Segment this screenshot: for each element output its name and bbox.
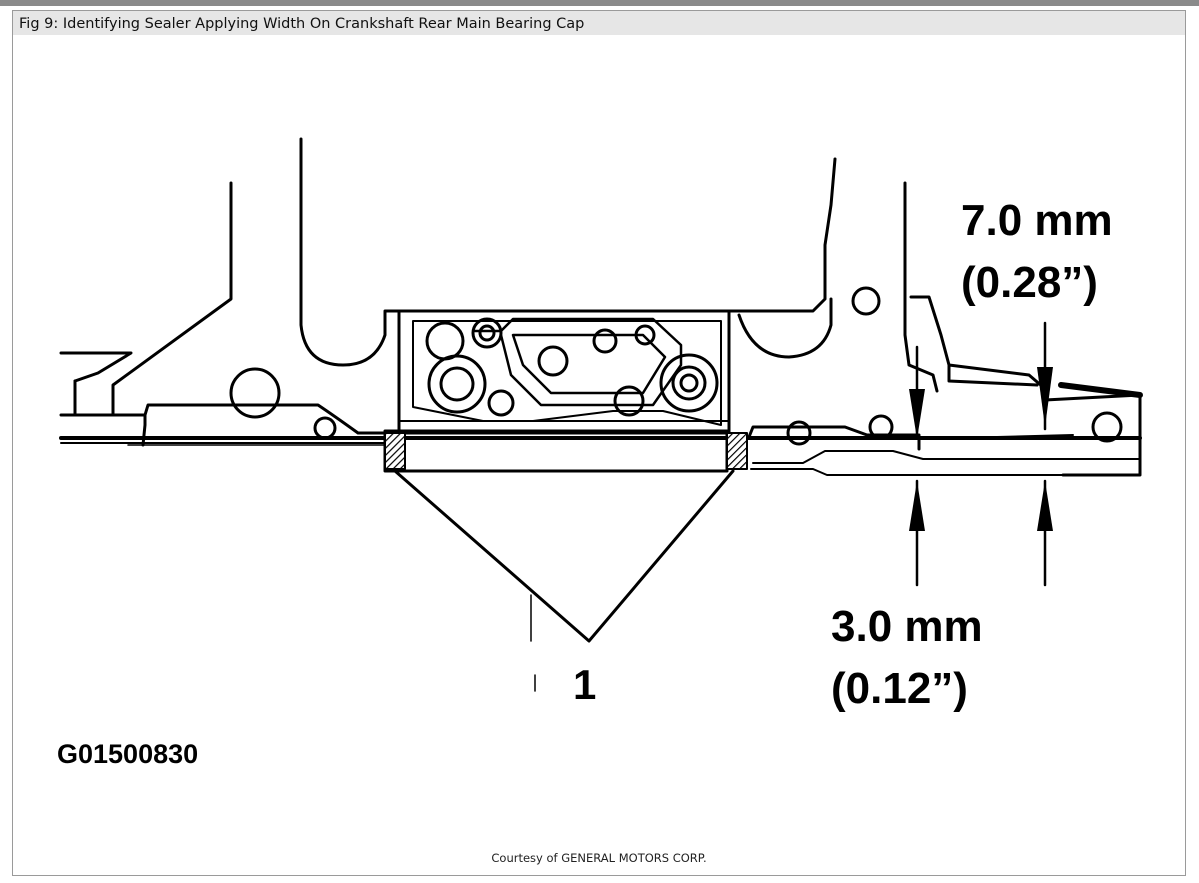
figure-frame: Fig 9: Identifying Sealer Applying Width… [12, 10, 1186, 876]
figure-code: G01500830 [57, 739, 198, 769]
dim-lower-value: 3.0 mm [831, 602, 983, 651]
figure-title: Fig 9: Identifying Sealer Applying Width… [13, 11, 1185, 35]
dim-upper-inch: (0.28”) [961, 258, 1098, 307]
dimension-arrows [915, 321, 1047, 587]
callout-number: 1 [573, 661, 596, 708]
window-top-edge [0, 0, 1199, 6]
dim-lower-inch: (0.12”) [831, 664, 968, 713]
bearing-cap-diagram: 7.0 mm (0.28”) 3.0 mm (0.12”) 1 G0150083… [57, 137, 1143, 769]
arrow-heads [909, 367, 1053, 531]
left-block [59, 137, 403, 447]
callout-leaders [393, 469, 735, 692]
right-block [727, 157, 1143, 477]
base-outline [59, 436, 1142, 446]
figure-credit: Courtesy of GENERAL MOTORS CORP. [491, 851, 707, 865]
bearing-cap [397, 309, 731, 435]
dim-upper-value: 7.0 mm [961, 196, 1113, 245]
sealer-strip [383, 429, 748, 473]
diagram-area: 7.0 mm (0.28”) 3.0 mm (0.12”) 1 G0150083… [13, 35, 1185, 845]
